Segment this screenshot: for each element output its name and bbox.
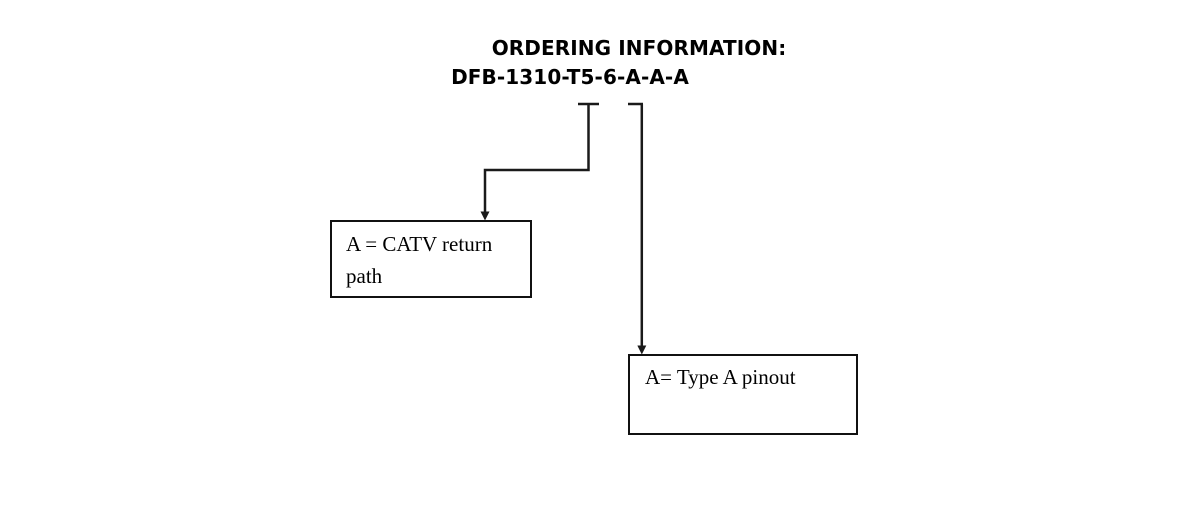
leader-line-catv: [480, 102, 599, 221]
callout-text-type-a-pinout: A= Type A pinout: [645, 365, 796, 389]
callout-box-type-a-pinout: [628, 354, 858, 435]
leader-line-pinout: [628, 102, 647, 355]
callout-box-catv-return-path: [330, 220, 532, 298]
leader-path-catv: [480, 104, 590, 221]
callout-text-catv-return-path: A = CATV return path: [346, 232, 493, 288]
